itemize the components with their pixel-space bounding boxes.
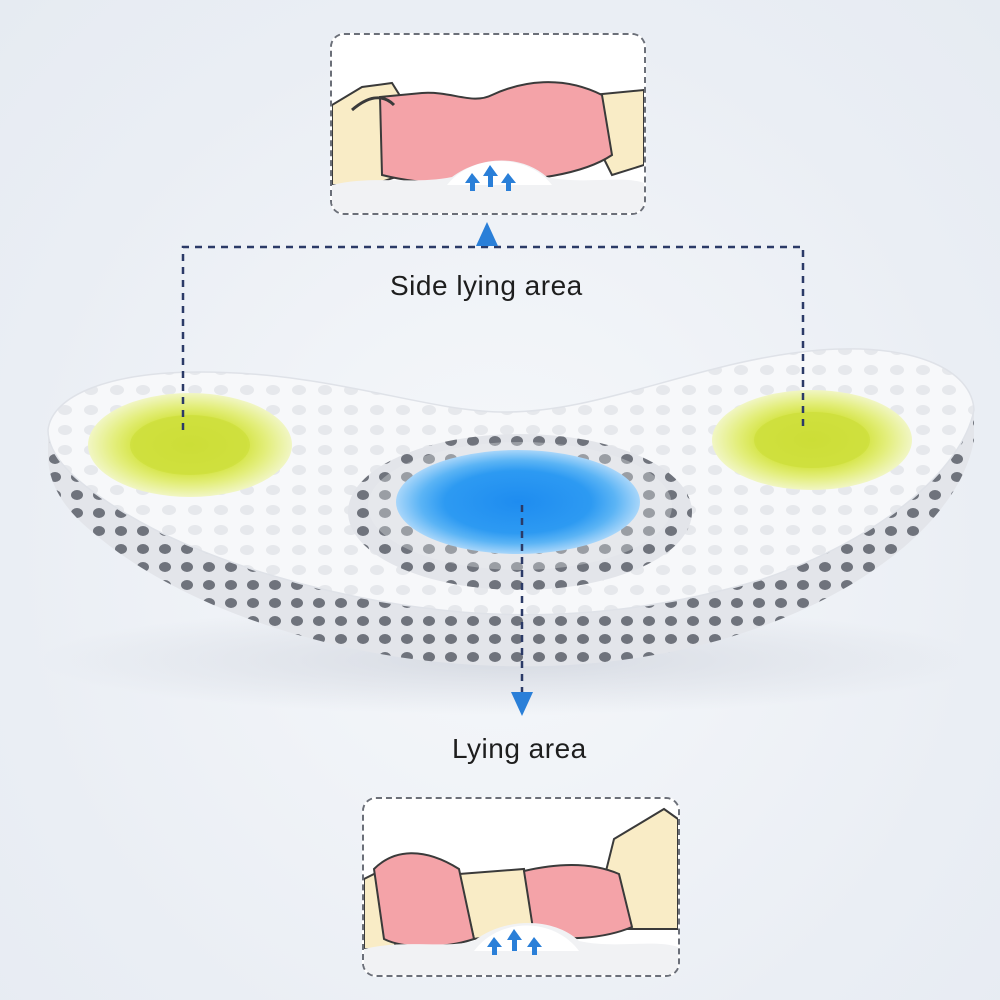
- lying-zone-highlight: [396, 450, 640, 554]
- side-lying-label: Side lying area: [390, 270, 583, 301]
- triangle-up-icon: [476, 222, 498, 246]
- lying-label: Lying area: [452, 733, 587, 764]
- triple-up-arrows-icon: [487, 929, 542, 955]
- triple-up-arrows-icon: [465, 165, 516, 191]
- lying-inset: [362, 797, 680, 977]
- arrow-down-icon: [511, 692, 533, 716]
- side-lying-inset: [330, 33, 646, 215]
